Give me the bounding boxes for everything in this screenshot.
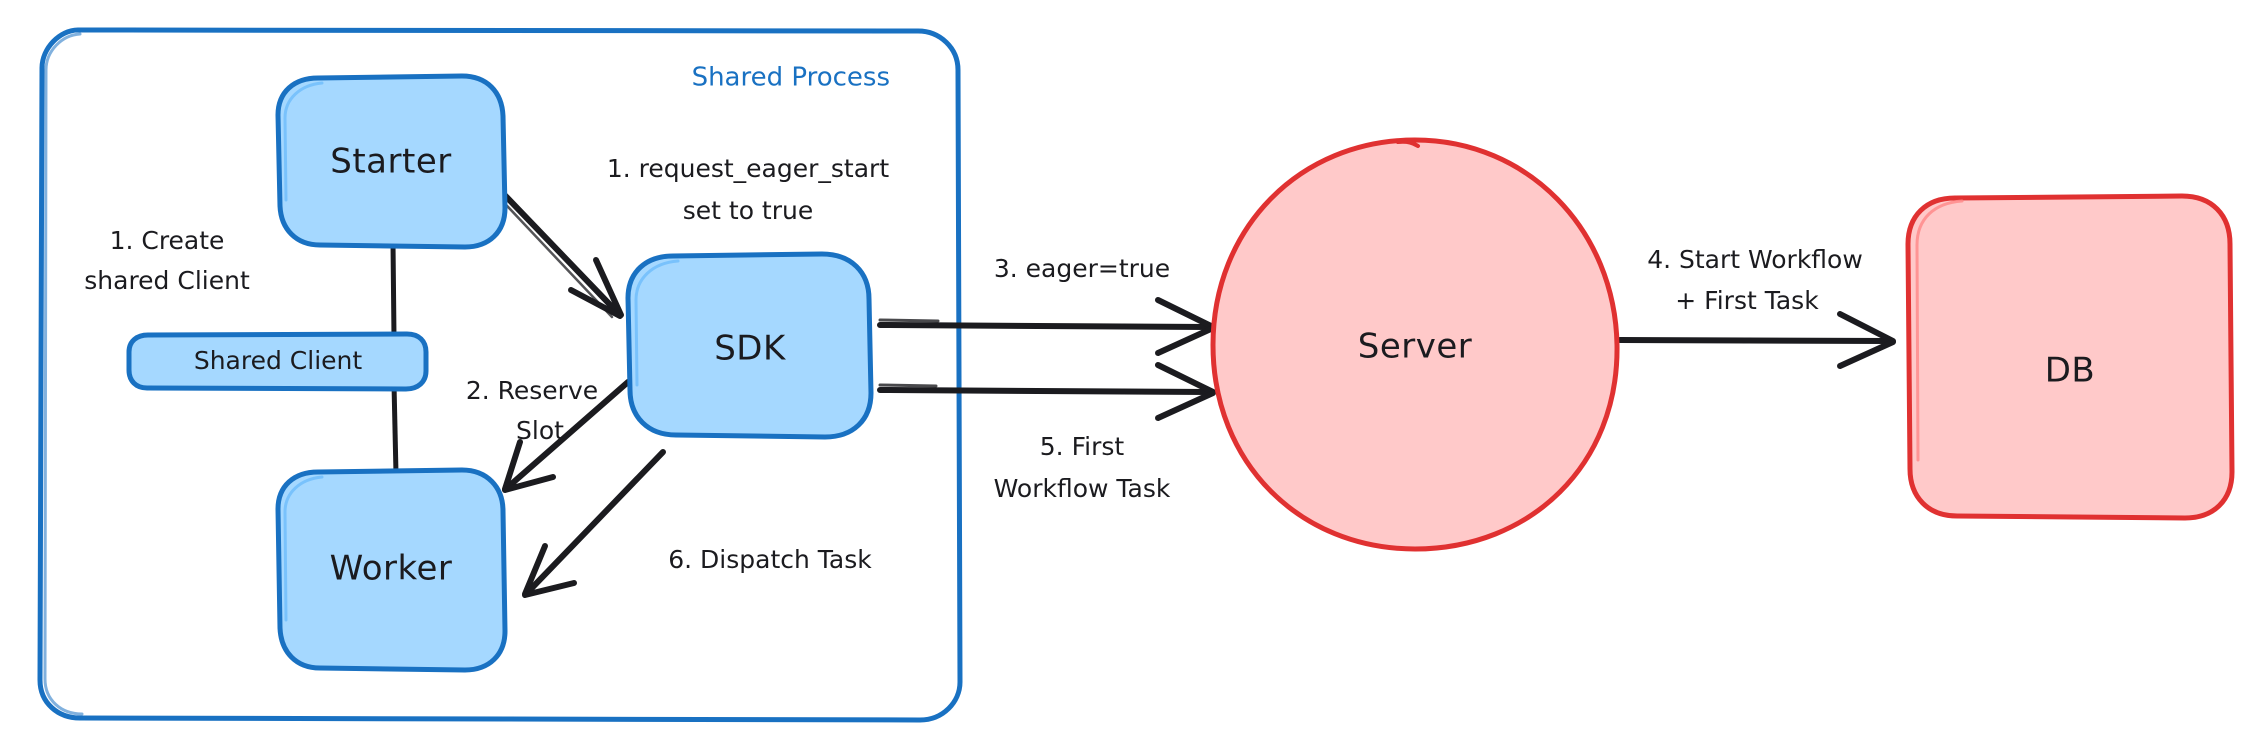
edge-sdk-to-worker-dispatch (522, 449, 666, 598)
edge-sdk-to-server-first-task (877, 362, 1216, 421)
node-shared-client-label: Shared Client (194, 346, 363, 375)
edge-server-to-db (1617, 311, 1896, 369)
node-server-shape (1210, 137, 1620, 552)
edge-starter-to-sdk (491, 183, 624, 319)
node-db-shape (1905, 193, 2235, 521)
edge-arrowhead-1a (568, 287, 623, 319)
node-sdk-highlight (634, 259, 680, 387)
edge-label-create-shared-client-line1: 1. Create (110, 226, 225, 255)
node-sdk[interactable]: SDK (625, 251, 874, 440)
node-starter-highlight (283, 81, 324, 202)
node-shared-client-shape (126, 331, 429, 392)
edge-line-4 (1617, 337, 1892, 344)
edge-arrowhead-2a (502, 439, 523, 492)
node-worker-label: Worker (330, 549, 453, 589)
edge-arrowhead-2b (502, 474, 556, 493)
shared-process-group: Shared Process (37, 27, 963, 723)
node-starter-label: Starter (330, 142, 451, 182)
edge-label-eager-true: 3. eager=true (994, 254, 1170, 283)
edge-line-3 (877, 322, 1212, 330)
edge-label-request-eager-start-line2: set to true (683, 196, 814, 225)
edge-sdk-to-worker-reserve (502, 379, 631, 493)
edge-label-start-workflow: 4. Start Workflow + First Task (1647, 245, 1863, 315)
edge-line-starter-to-shared-client (390, 240, 397, 340)
edge-label-start-workflow-line2: + First Task (1675, 286, 1819, 315)
node-worker-shape (275, 467, 508, 673)
edge-label-request-eager-start-line1: 1. request_eager_start (607, 154, 889, 183)
edge-sdk-to-server-eager (877, 297, 1216, 356)
node-sdk-shape (625, 251, 874, 440)
node-server-shape-overdraw (1396, 139, 1420, 148)
edge-label-eager-true-line1: 3. eager=true (994, 254, 1170, 283)
node-db-highlight (1915, 199, 1964, 462)
edge-label-reserve-slot: 2. Reserve Slot (466, 376, 598, 445)
node-db[interactable]: DB (1905, 193, 2235, 521)
node-sdk-label: SDK (714, 329, 787, 369)
node-shared-client[interactable]: Shared Client (126, 331, 429, 392)
edge-arrowhead-4b (1837, 339, 1896, 369)
shared-process-border (37, 27, 963, 723)
edge-arrowhead-4a (1837, 311, 1896, 344)
edge-line-3-sketch (878, 318, 940, 323)
edge-line-5 (877, 387, 1212, 395)
edge-label-reserve-slot-line2: Slot (516, 416, 564, 445)
node-worker-highlight (283, 475, 324, 622)
edge-label-start-workflow-line1: 4. Start Workflow (1647, 245, 1863, 274)
node-worker[interactable]: Worker (275, 467, 508, 673)
edge-label-first-workflow-task: 5. First Workflow Task (994, 432, 1171, 503)
node-db-label: DB (2045, 351, 2096, 391)
edge-arrowhead-6a (522, 543, 548, 597)
edge-label-dispatch-task-line1: 6. Dispatch Task (668, 545, 872, 574)
edge-label-request-eager-start: 1. request_eager_start set to true (607, 154, 889, 225)
edge-arrowhead-3a (1155, 297, 1216, 330)
shared-process-label: Shared Process (692, 63, 890, 93)
node-server[interactable]: Server (1210, 137, 1620, 552)
shared-process-border-sketch (43, 32, 84, 716)
edge-line-2 (505, 379, 631, 490)
edge-arrowhead-1b (593, 257, 624, 318)
node-starter-shape (275, 73, 508, 250)
edge-line-6 (525, 449, 666, 595)
edge-arrowhead-5a (1155, 362, 1216, 395)
edge-line-5-sketch (878, 383, 938, 388)
edge-line-1-sketch (491, 189, 614, 319)
edge-line-shared-client-to-worker (391, 381, 399, 477)
node-server-label: Server (1358, 327, 1473, 367)
edge-arrowhead-6b (522, 580, 577, 598)
node-starter[interactable]: Starter (275, 73, 508, 250)
edge-starter-sharedclient-worker (390, 240, 399, 477)
edge-label-first-workflow-task-line1: 5. First (1040, 432, 1125, 461)
edge-arrowhead-3b (1155, 325, 1216, 356)
edge-label-create-shared-client-line2: shared Client (84, 266, 250, 295)
edge-label-reserve-slot-line1: 2. Reserve (466, 376, 598, 405)
edge-arrowhead-5b (1155, 390, 1216, 421)
edge-line-1 (493, 183, 621, 316)
edge-label-create-shared-client: 1. Create shared Client (84, 226, 250, 295)
edge-label-dispatch-task: 6. Dispatch Task (668, 545, 872, 574)
edge-label-first-workflow-task-line2: Workflow Task (994, 474, 1171, 503)
